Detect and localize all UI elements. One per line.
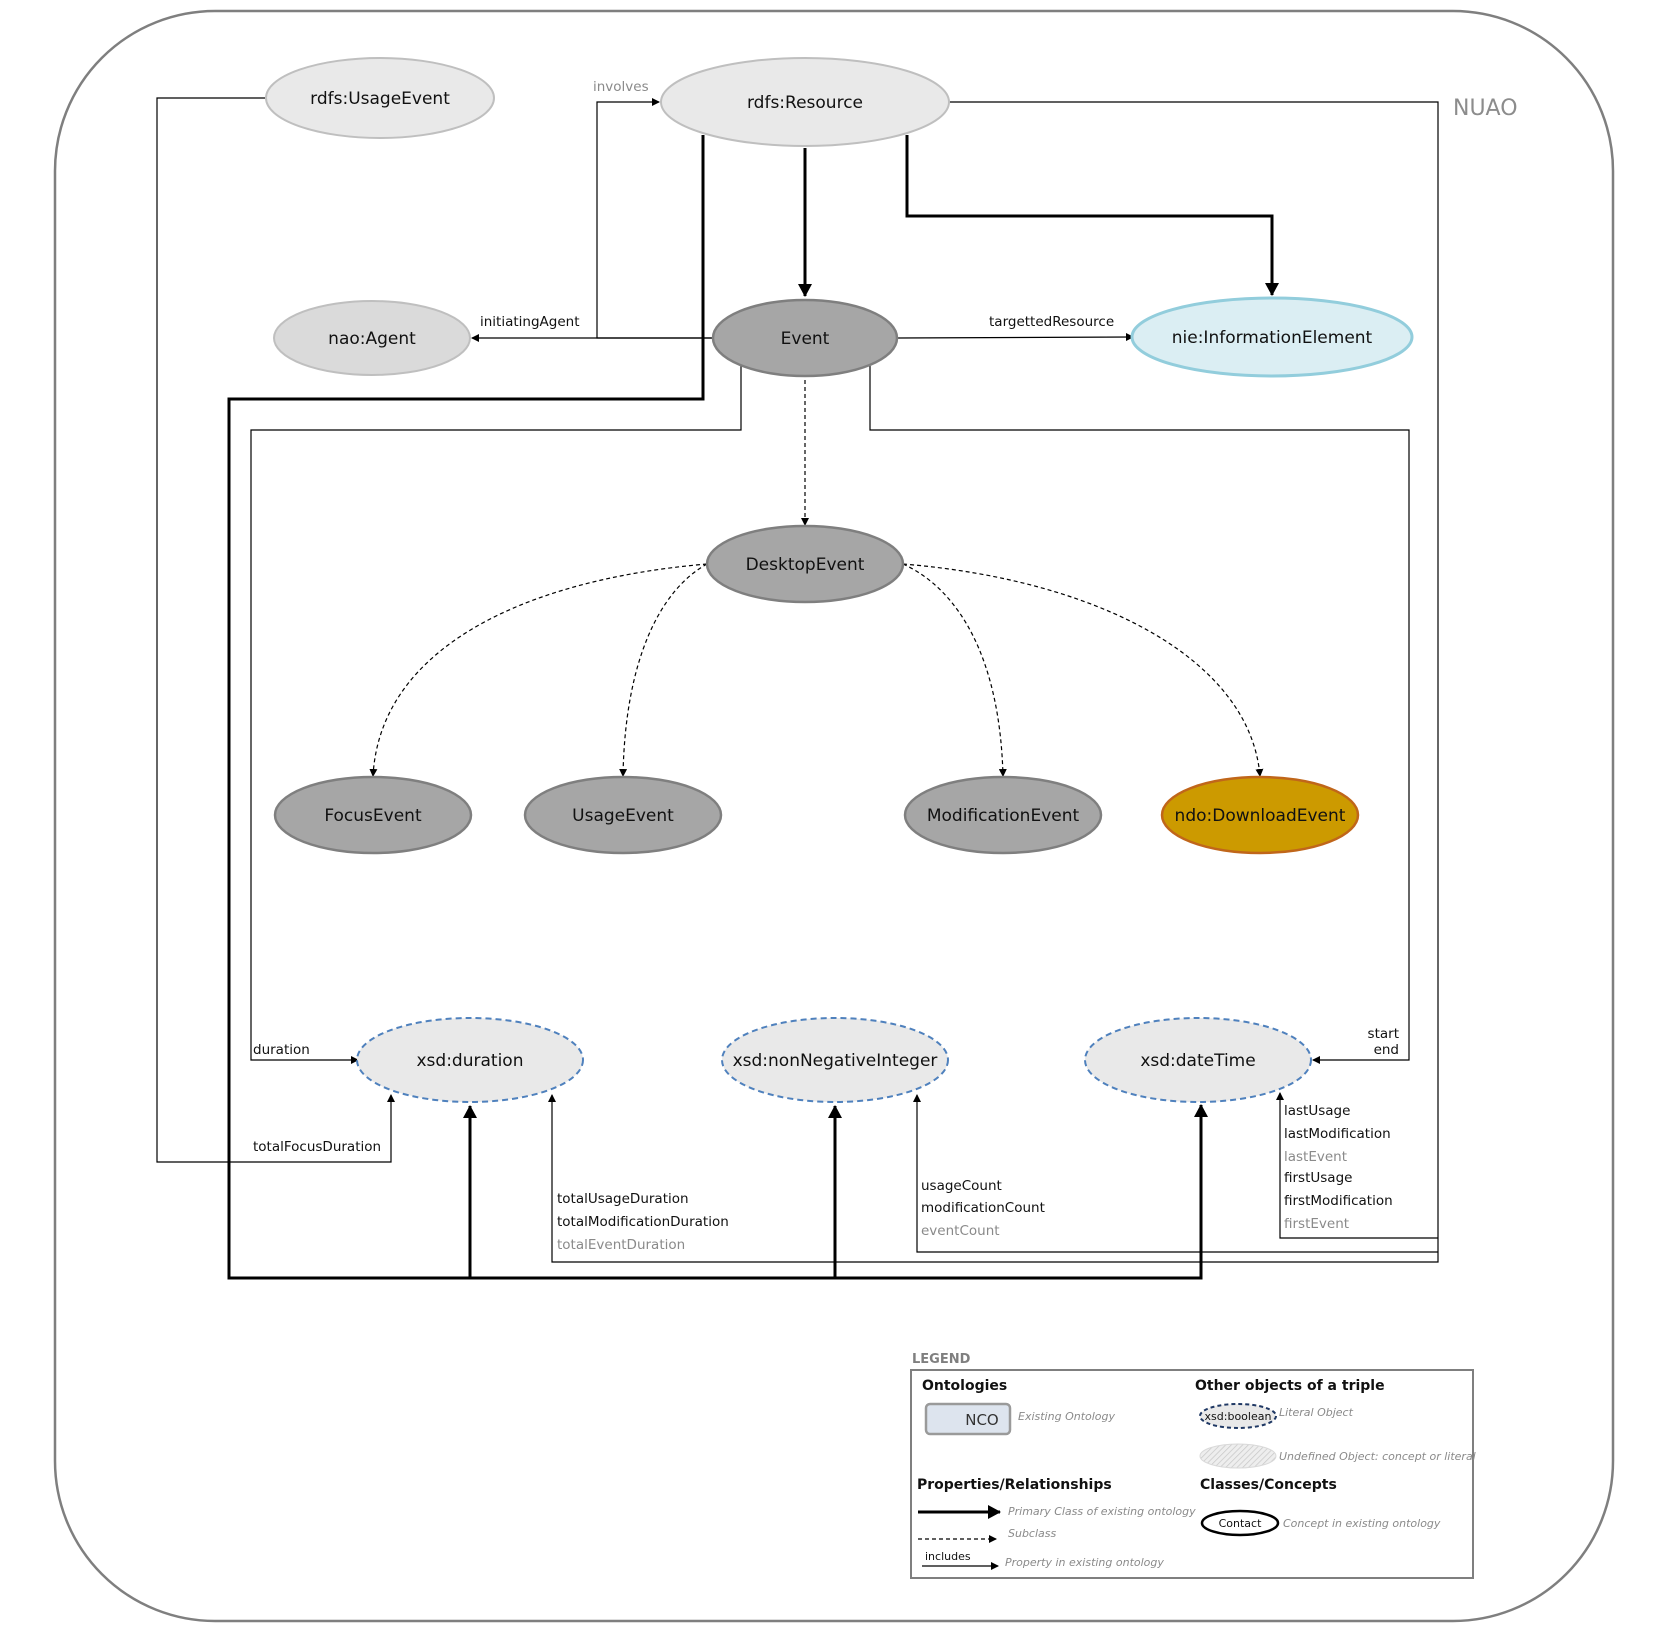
desktop-event-to-modification-event-subclass-edge [902,563,1007,777]
legend-property-desc: Property in existing ontology [1005,1556,1164,1569]
desktop-event-label: DesktopEvent [746,555,865,575]
ndo-download-event-label: ndo:DownloadEvent [1175,806,1346,826]
legend-undefined-object [1199,1443,1277,1469]
modification-count-label: modificationCount [921,1200,1045,1216]
legend-contact-desc: Concept in existing ontology [1283,1517,1441,1530]
total-usage-duration-label: totalUsageDuration [557,1191,689,1207]
xsd-non-negative-integer-node: xsd:nonNegativeInteger [721,1017,949,1103]
nao-agent-node: nao:Agent [273,300,471,376]
legend-includes-label: includes [925,1550,971,1563]
legend-title: LEGEND [912,1352,971,1367]
duration-edge [250,366,742,1064]
event-count-label: eventCount [921,1223,1000,1239]
usage-count-label: usageCount [921,1178,1002,1194]
first-event-label: firstEvent [1284,1216,1349,1232]
legend-literal-object [1199,1403,1277,1429]
ndo-download-event-node: ndo:DownloadEvent [1160,775,1360,855]
xsd-non-negative-integer-label: xsd:nonNegativeInteger [733,1051,938,1071]
end-label: end [1374,1042,1399,1058]
legend-subclass-desc: Subclass [1008,1527,1057,1540]
initiating-agent-label: initiatingAgent [480,314,580,330]
modification-event-label: ModificationEvent [927,806,1080,826]
targetted-resource-label: targettedResource [989,314,1114,330]
desktop-event-to-usage-event-subclass-edge [619,563,708,777]
legend-ontology-box [924,1402,1012,1436]
xsd-duration-node: xsd:duration [356,1017,584,1103]
total-modification-duration-label: totalModificationDuration [557,1214,729,1230]
desktop-event-to-focus-event-subclass-edge [369,563,708,777]
legend-primary-class-desc: Primary Class of existing ontology [1008,1505,1196,1518]
legend-ontology-box-desc: Existing Ontology [1018,1410,1116,1423]
legend-contact-concept [1200,1509,1280,1537]
desktop-event-node: DesktopEvent [705,524,905,604]
usage-event-label: UsageEvent [572,806,674,826]
ontology-label: NUAO [1453,96,1518,121]
focus-event-label: FocusEvent [324,806,422,826]
first-modification-label: firstModification [1284,1193,1393,1209]
total-event-duration-label: totalEventDuration [557,1237,685,1253]
legend-contact-label: Contact [1219,1517,1262,1530]
last-event-label: lastEvent [1284,1149,1347,1165]
involves-label: involves [593,79,649,95]
first-usage-label: firstUsage [1284,1170,1352,1186]
desktop-event-to-download-event-subclass-edge [902,563,1264,777]
start-label: start [1368,1026,1399,1042]
legend-box [910,1369,1474,1579]
start-end-edge [869,366,1410,1064]
last-usage-label: lastUsage [1284,1103,1350,1119]
focus-event-node: FocusEvent [273,775,473,855]
legend-ontologies-heading: Ontologies [922,1378,1007,1394]
legend-ontology-box-label: NCO [965,1411,999,1429]
rdfs-usage-event-node: rdfs:UsageEvent [265,57,495,139]
xsd-duration-label: xsd:duration [417,1051,524,1071]
legend-properties-heading: Properties/Relationships [917,1477,1112,1493]
total-usage-duration-edge [548,101,1439,1263]
usage-count-edge [913,1094,1438,1253]
total-focus-duration-edge [156,97,395,1163]
legend: LEGEND Ontologies NCO Existing Ontology … [910,1352,1476,1579]
nie-information-element-node: nie:InformationElement [1130,296,1414,378]
last-usage-edge [1276,1092,1438,1239]
event-node: Event [711,298,899,378]
duration-label: duration [253,1042,310,1058]
ontology-frame [53,9,1615,1623]
legend-undefined-desc: Undefined Object: concept or literal [1279,1450,1476,1463]
xsd-date-time-label: xsd:dateTime [1140,1051,1255,1071]
nao-agent-label: nao:Agent [328,329,416,349]
xsd-date-time-node: xsd:dateTime [1084,1017,1312,1103]
rdfs-resource-label: rdfs:Resource [747,93,863,113]
event-label: Event [781,329,830,349]
resource-to-information-element-edge [905,135,1279,296]
nie-information-element-label: nie:InformationElement [1172,328,1373,348]
legend-other-objects-heading: Other objects of a triple [1195,1378,1385,1394]
usage-event-node: UsageEvent [523,775,723,855]
legend-classes-heading: Classes/Concepts [1200,1477,1337,1493]
legend-literal-label: xsd:boolean [1205,1410,1272,1423]
legend-literal-desc: Literal Object [1279,1406,1354,1419]
targetted-resource-edge [897,333,1134,342]
total-focus-duration-label: totalFocusDuration [253,1139,381,1155]
rdfs-usage-event-label: rdfs:UsageEvent [310,89,450,109]
rdfs-resource-node: rdfs:Resource [660,57,950,147]
resource-to-literals-edge [227,135,1208,1280]
modification-event-node: ModificationEvent [903,775,1103,855]
last-modification-label: lastModification [1284,1126,1391,1142]
